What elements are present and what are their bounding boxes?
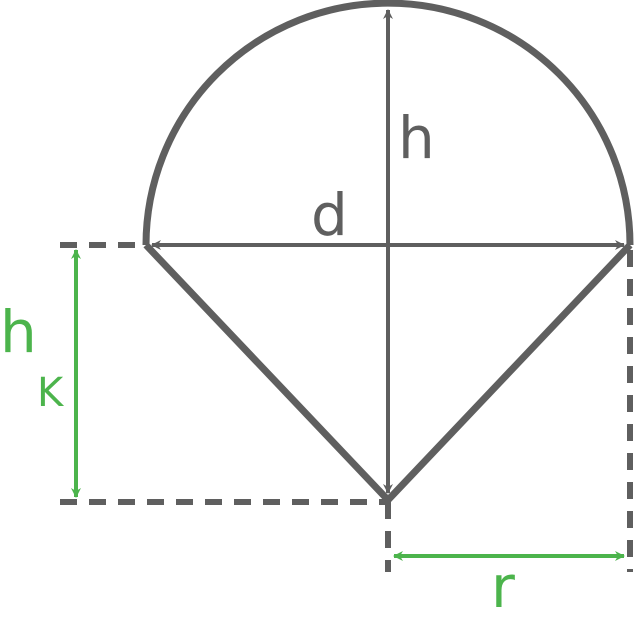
cone-height-subscript: K [37, 370, 65, 416]
cone-height-label: h [0, 298, 37, 366]
semicircle-outline [142, 0, 634, 246]
radius-label: r [491, 553, 515, 621]
diameter-label: d [311, 181, 348, 249]
cone-outline [143, 242, 633, 506]
height-label: h [398, 104, 435, 172]
